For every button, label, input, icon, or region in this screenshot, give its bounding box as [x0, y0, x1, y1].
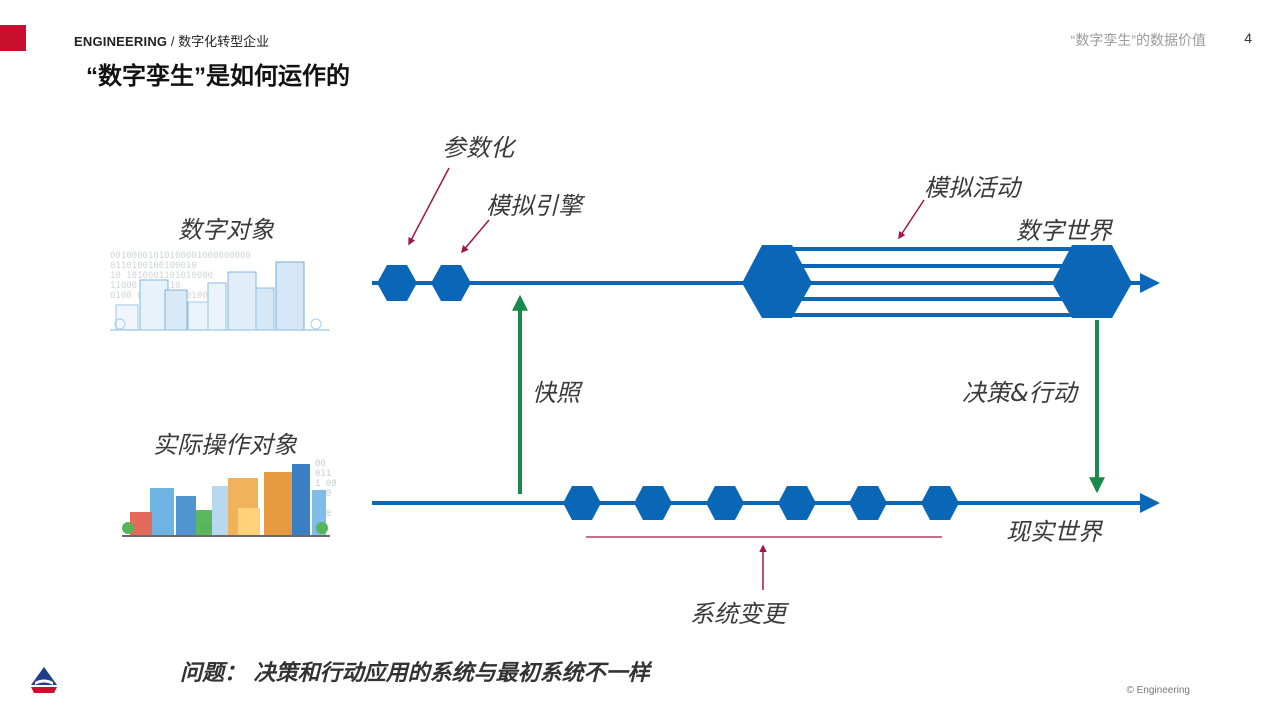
label-digital-object: 数字对象	[178, 216, 274, 244]
building	[292, 464, 310, 535]
engineering-logo-icon	[31, 667, 57, 693]
section-name: 数字化转型企业	[178, 34, 270, 49]
digital-city-illustration: 0010000101010000100000000001101001001000…	[110, 251, 330, 331]
building	[238, 508, 260, 535]
building	[212, 486, 232, 535]
page-number: 4	[1244, 30, 1252, 46]
system-change-hexagons	[563, 486, 959, 520]
binary-row: 1 00	[315, 479, 337, 489]
change-hexagon	[563, 486, 601, 520]
label-snapshot: 快照	[532, 379, 580, 407]
building	[115, 304, 139, 331]
brand-name: ENGINEERING	[74, 34, 168, 49]
page-title: “数字孪生”是如何运作的	[86, 63, 350, 90]
tree	[310, 318, 322, 330]
sim-engine-hexagon	[431, 265, 471, 301]
binary-row: 10 1010001101010000	[110, 271, 213, 281]
copyright-text: © Engineering	[1126, 685, 1190, 696]
binary-row: 011	[315, 469, 331, 479]
building	[255, 287, 275, 331]
sim-engine-pointer	[461, 219, 490, 254]
breadcrumb-separator: /	[167, 34, 179, 49]
question-text: 问题： 决策和行动应用的系统与最初系统不一样	[180, 661, 650, 686]
label-decision-action: 决策&行动	[962, 379, 1077, 407]
label-digital-world: 数字世界	[1016, 217, 1112, 245]
building	[130, 512, 152, 535]
label-sim-engine: 模拟引擎	[486, 192, 582, 220]
label-real-object: 实际操作对象	[153, 431, 297, 459]
building	[139, 279, 169, 331]
label-parameterize: 参数化	[442, 134, 514, 162]
simulation-end-hexagon	[1052, 245, 1132, 318]
tree	[200, 522, 212, 534]
label-sim-activity: 模拟活动	[924, 174, 1020, 202]
parameterize-pointer	[408, 167, 450, 246]
change-hexagon	[706, 486, 744, 520]
tree	[114, 318, 126, 330]
binary-row: 0110100100100010	[110, 261, 197, 271]
label-system-change: 系统变更	[690, 600, 786, 628]
building	[264, 472, 294, 535]
binary-row: 00	[315, 459, 326, 469]
simulation-tracks	[790, 247, 1072, 317]
building	[275, 261, 305, 331]
brand-red-square	[0, 25, 26, 51]
sim-activity-pointer	[898, 199, 925, 240]
parameter-hexagon	[377, 265, 417, 301]
building	[164, 289, 188, 331]
tree	[122, 522, 134, 534]
building	[187, 301, 209, 331]
binary-row: 00100001010100001000000000	[110, 251, 251, 261]
tree	[316, 522, 328, 534]
simulation-start-hexagon	[742, 245, 812, 318]
change-hexagon	[634, 486, 672, 520]
building	[150, 488, 174, 535]
change-hexagon	[778, 486, 816, 520]
building	[207, 282, 227, 331]
building	[227, 271, 257, 331]
label-real-world: 现实世界	[1006, 518, 1102, 546]
header-topic: “数字孪生”的数据价值	[1070, 32, 1206, 48]
header-breadcrumb: ENGINEERING / 数字化转型企业	[74, 31, 269, 50]
building	[176, 496, 196, 535]
change-hexagon	[849, 486, 887, 520]
change-hexagon	[921, 486, 959, 520]
